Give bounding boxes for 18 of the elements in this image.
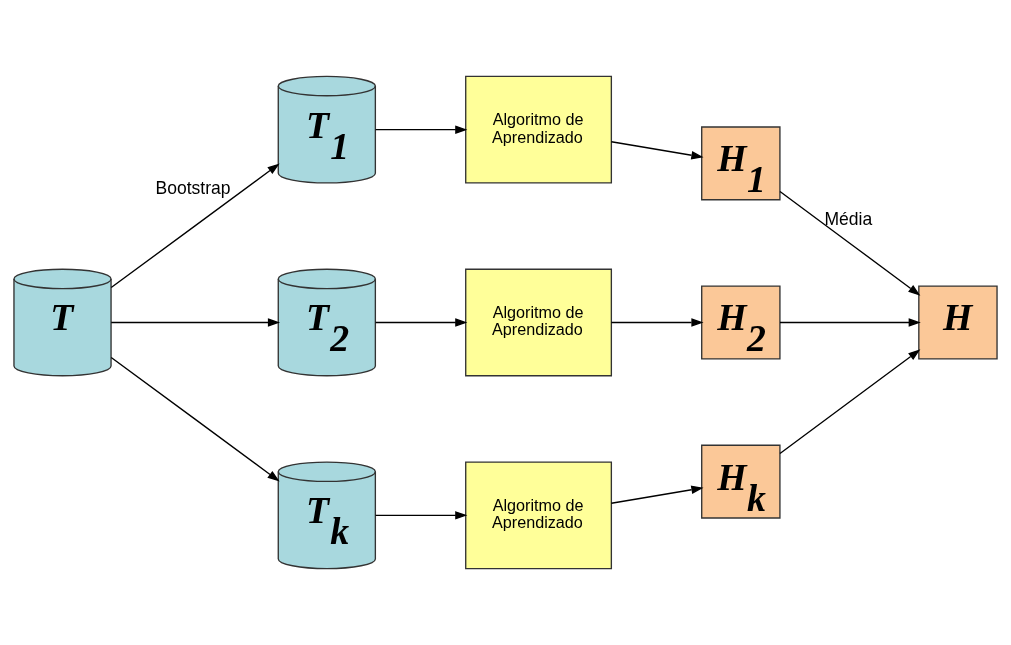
arrow (374, 125, 468, 134)
arrow (110, 356, 280, 482)
node-box: Algoritmo de Aprendizado (465, 268, 613, 377)
arrow (110, 318, 281, 327)
arrow (374, 511, 468, 520)
node-box: Algoritmo de Aprendizado (465, 461, 613, 570)
arrow (110, 163, 280, 289)
edge-label: Bootstrap (155, 177, 231, 198)
arrow (779, 190, 921, 296)
arrow (610, 318, 704, 327)
arrow (610, 485, 704, 504)
node-box: H (918, 285, 998, 360)
arrow (374, 318, 468, 327)
arrow (779, 349, 921, 455)
arrow (610, 141, 704, 160)
edge-label: Média (824, 208, 873, 229)
arrow (779, 318, 921, 327)
node-box: Algoritmo de Aprendizado (465, 75, 613, 184)
